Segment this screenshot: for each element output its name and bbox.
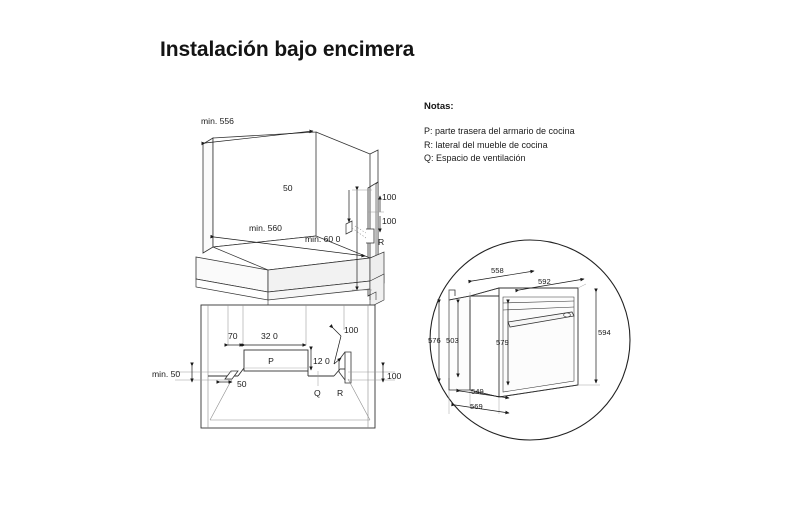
note-item-p: P: parte trasera del armario de cocina: [424, 126, 575, 136]
note-item-q: Q: Espacio de ventilación: [424, 153, 526, 163]
section-label-p: P: [268, 356, 274, 366]
iso-label-r: R: [378, 237, 384, 247]
oven-detail-view: 558 592 576 503 579: [428, 239, 631, 441]
dim-label-556: min. 556: [201, 116, 234, 126]
dim-side-offset-70: 70: [224, 331, 244, 347]
dim-oven-depth-outer-569: 569: [451, 402, 510, 415]
dim-label-100-iso-upper: 100: [382, 192, 397, 202]
dim-label-549: 549: [471, 387, 484, 396]
dim-cabinet-depth-min: min. 560: [210, 223, 366, 258]
dim-label-558: 558: [491, 266, 504, 275]
dim-label-320: 32 0: [261, 331, 278, 341]
dim-label-120: 12 0: [313, 356, 330, 366]
dim-back-panel-width-320: 32 0: [241, 331, 307, 347]
isometric-cabinet-view: min. 556 min. 560 50 min. 60 0: [195, 116, 397, 312]
dim-back-panel-height-120: 12 0: [309, 346, 330, 371]
dim-label-50-iso: 50: [283, 183, 293, 193]
dim-label-600: min. 60 0: [305, 234, 341, 244]
dim-oven-overall-height-576: 576: [428, 299, 441, 383]
page-title: Instalación bajo encimera: [160, 38, 415, 61]
dim-right-clearance-lower-100: 100: [381, 362, 402, 383]
dim-label-100-section-lower: 100: [387, 371, 402, 381]
dim-right-clearance-upper-100: 100: [329, 324, 359, 365]
dim-label-592: 592: [538, 277, 551, 286]
dim-left-notch-50: 50: [216, 379, 247, 389]
notes-block: Notas: P: parte trasera del armario de c…: [424, 101, 674, 166]
dim-oven-body-height-503: 503: [446, 299, 460, 378]
dim-label-579: 579: [496, 338, 509, 347]
dim-label-560: min. 560: [249, 223, 282, 233]
dim-oven-body-height-579: 579: [496, 299, 510, 386]
dim-label-569: 569: [470, 402, 483, 411]
dim-recess-top-50: 50: [283, 183, 351, 223]
dim-label-50-section: 50: [237, 379, 247, 389]
cabinet-plinth: [195, 251, 385, 301]
dim-left-clearance-min-50: min. 50: [152, 362, 194, 383]
dim-label-100-section-upper: 100: [344, 325, 359, 335]
dim-label-min-50: min. 50: [152, 369, 180, 379]
dim-label-100-iso-lower: 100: [382, 216, 397, 226]
dim-oven-depth-inner-549: 549: [456, 387, 510, 400]
dim-oven-body-width-558: 558: [468, 266, 535, 284]
section-label-r: R: [337, 388, 343, 398]
dim-oven-overall-height-594: 594: [594, 288, 611, 384]
dim-label-70: 70: [228, 331, 238, 341]
dim-label-576: 576: [428, 336, 441, 345]
dim-vent-gap-lower-100: 100: [378, 216, 397, 233]
iso-r-bracket: [366, 228, 375, 244]
note-item-r: R: lateral del mueble de cocina: [424, 139, 548, 150]
dim-oven-overall-width-592: 592: [515, 277, 585, 293]
dim-label-503: 503: [446, 336, 459, 345]
dim-worktop-height-min: min. 60 0: [305, 186, 372, 291]
section-label-q: Q: [314, 388, 321, 398]
notes-heading: Notas:: [424, 101, 454, 112]
section-plan-view: P 70: [152, 304, 402, 429]
dim-label-594: 594: [598, 328, 611, 337]
cabinet-back-panel: [202, 131, 317, 254]
dim-cabinet-width-min: min. 556: [201, 116, 314, 146]
dim-vent-gap-upper-100: 100: [368, 192, 397, 213]
